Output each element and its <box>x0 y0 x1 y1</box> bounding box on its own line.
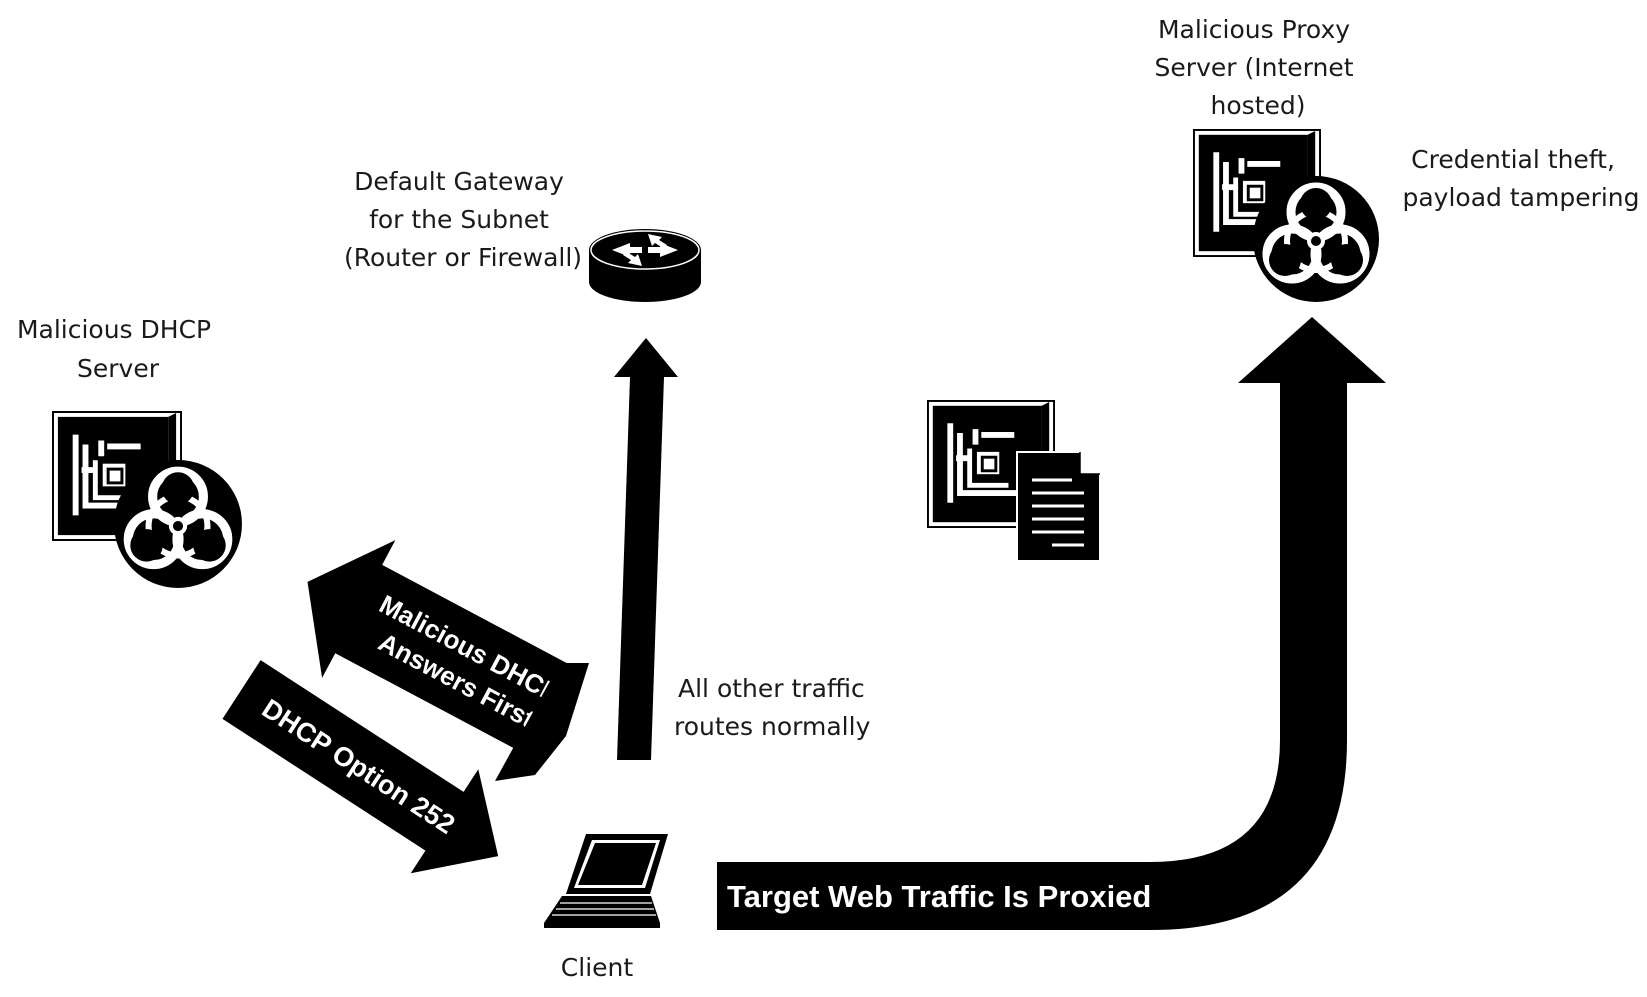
client-label: Client <box>561 953 634 982</box>
proxied-traffic-arrow <box>717 317 1386 930</box>
server-document-icon <box>927 400 1101 562</box>
credential-theft-label: Credential theft, payload tampering <box>1402 145 1639 212</box>
gateway-route-arrow <box>614 338 678 760</box>
other-traffic-label: All other traffic routes normally <box>674 674 873 741</box>
default-gateway: Default Gateway for the Subnet (Router o… <box>344 167 701 302</box>
default-gateway-label: Default Gateway for the Subnet (Router o… <box>344 167 582 272</box>
laptop-icon <box>544 834 668 928</box>
malicious-dhcp-server-label: Malicious DHCP Server <box>17 315 219 383</box>
dhcp-option-arrow-label: DHCP Option 252 <box>257 693 460 840</box>
client: Client <box>544 834 668 982</box>
router-icon <box>589 229 701 302</box>
malicious-proxy-server: Malicious Proxy Server (Internet hosted)… <box>1155 15 1640 302</box>
malicious-proxy-label: Malicious Proxy Server (Internet hosted) <box>1155 15 1362 120</box>
dhcp-answer-arrow-shape: Malicious DHCP Answers First <box>307 540 584 761</box>
server-biohazard-icon <box>52 411 242 588</box>
dhcp-answer-arrow-tip <box>495 663 589 781</box>
server-biohazard-icon <box>1193 129 1379 302</box>
malicious-dhcp-server: Malicious DHCP Server <box>17 315 242 588</box>
proxied-traffic-arrow-label: Target Web Traffic Is Proxied <box>727 879 1151 914</box>
